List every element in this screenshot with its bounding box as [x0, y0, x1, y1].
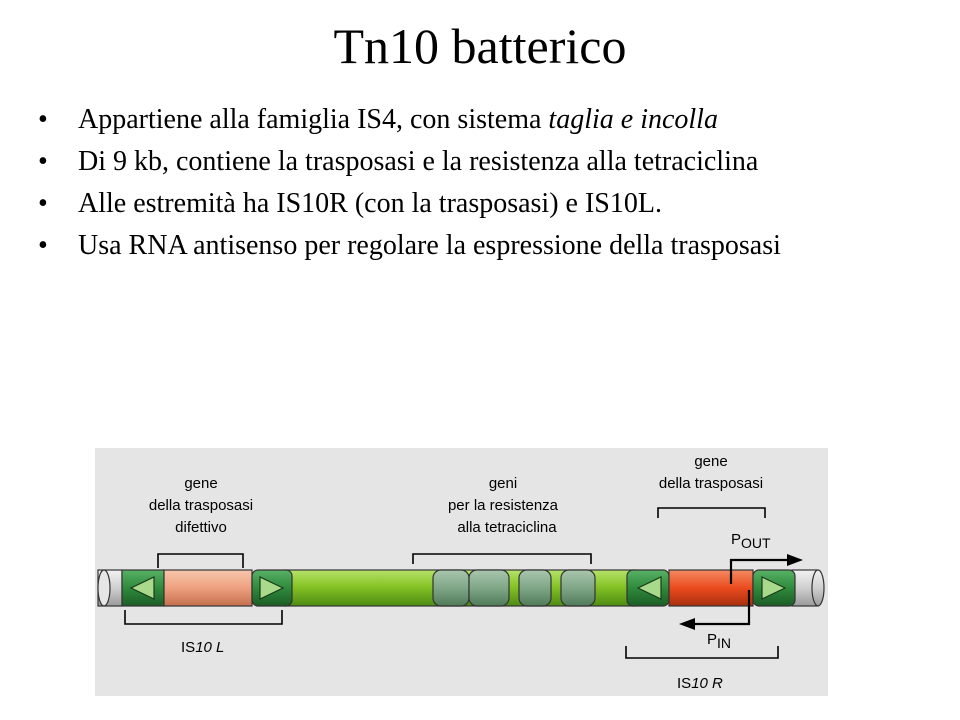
slide-title: Tn10 batterico	[333, 18, 627, 74]
arrow-left-icon	[129, 576, 155, 600]
bracket-is10l	[124, 610, 283, 625]
bullet-item: • Alle estremità ha IS10R (con la traspos…	[38, 188, 838, 220]
arrow-left-icon	[636, 576, 662, 600]
label-is10l: IS10 L	[181, 639, 224, 656]
bullet-item: • Appartiene alla famiglia IS4, con siste…	[38, 104, 838, 136]
bracket-is10r	[625, 646, 779, 659]
bullet-text: Di 9 kb, contiene la trasposasi e la res…	[78, 146, 759, 177]
label-is10r: IS10 R	[677, 675, 723, 692]
label-tet-line3: alla tetraciclina	[457, 519, 557, 536]
bullet-dot-icon: •	[38, 188, 48, 219]
label-tet-line1: geni	[489, 475, 517, 492]
bullet-text-italic: taglia e incolla	[548, 104, 718, 135]
label-p-out: POUT	[731, 531, 771, 551]
arrow-right-icon	[761, 576, 787, 600]
bullet-text: Usa RNA antisenso per regolare la espres…	[78, 230, 781, 261]
label-right-gene-line1: gene	[694, 453, 727, 470]
bracket-left-gene	[157, 553, 244, 568]
promoter-in-arrowhead-icon	[679, 618, 695, 630]
label-tet-line2: per la resistenza	[448, 497, 559, 514]
bullet-dot-icon: •	[38, 230, 48, 261]
tet-resistance-genes	[432, 569, 596, 607]
bullet-list: • Appartiene alla famiglia IS4, con siste…	[38, 104, 838, 272]
tn10-diagram: gene della trasposasi difettivo geni per…	[95, 448, 828, 696]
bullet-dot-icon: •	[38, 146, 48, 177]
bracket-right-gene	[657, 507, 766, 518]
active-transposase-gene	[668, 569, 754, 607]
arrow-right-icon	[259, 576, 285, 600]
rod-right-cap	[791, 569, 825, 607]
bullet-dot-icon: •	[38, 104, 48, 135]
label-left-gene-line2: della trasposasi	[149, 497, 253, 514]
bullet-item: • Di 9 kb, contiene la trasposasi e la re…	[38, 146, 838, 178]
label-right-gene-line2: della trasposasi	[659, 475, 763, 492]
label-left-gene-line3: difettivo	[175, 519, 227, 536]
bracket-tet	[412, 553, 592, 564]
bullet-text: Alle estremità ha IS10R (con la trasposa…	[78, 188, 662, 219]
label-left-gene-line1: gene	[184, 475, 217, 492]
label-p-in: PIN	[707, 631, 731, 651]
defective-transposase-gene	[163, 569, 253, 607]
bullet-item: • Usa RNA antisenso per regolare la espre…	[38, 230, 838, 262]
promoter-out-arrowhead-icon	[787, 554, 803, 566]
rod-left-cap	[97, 569, 123, 607]
promoter-out-arrow	[729, 558, 789, 584]
promoter-in-arrow	[693, 590, 751, 626]
bullet-text: Appartiene alla famiglia IS4, con sistem…	[78, 104, 549, 135]
